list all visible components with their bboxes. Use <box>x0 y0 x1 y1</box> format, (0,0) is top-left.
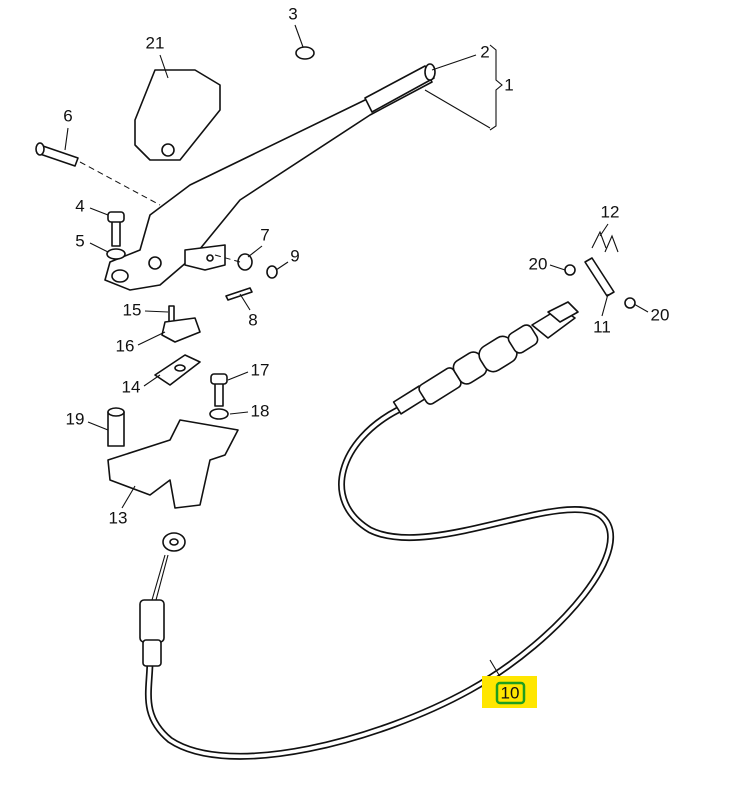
part-9-clip[interactable] <box>266 265 278 279</box>
callout-9[interactable]: 9 <box>290 246 299 265</box>
callout-5[interactable]: 5 <box>75 231 84 250</box>
callout-10[interactable]: 10 <box>501 683 520 702</box>
callout-20-left[interactable]: 20 <box>529 254 548 273</box>
callout-1[interactable]: 1 <box>504 75 513 94</box>
callout-12[interactable]: 12 <box>601 202 620 221</box>
cable-lower-fitting <box>139 532 186 667</box>
callout-2[interactable]: 2 <box>480 42 489 61</box>
part-20-washer-left[interactable] <box>564 264 576 276</box>
part-12-clips[interactable] <box>591 230 619 253</box>
callout-14[interactable]: 14 <box>122 377 141 396</box>
part-7-bushing[interactable] <box>237 253 253 271</box>
callout-11[interactable]: 11 <box>593 317 611 336</box>
part-4-bolt[interactable] <box>107 211 125 247</box>
brake-cable[interactable] <box>139 301 615 760</box>
cable-upper-fitting <box>392 301 579 415</box>
callout-13[interactable]: 13 <box>109 508 128 527</box>
part-18-washer[interactable] <box>209 408 229 420</box>
part-17-bolt[interactable] <box>210 373 228 407</box>
part-5-washer[interactable] <box>106 248 126 260</box>
callout-3[interactable]: 3 <box>288 4 297 23</box>
part-16-bracket[interactable] <box>161 317 201 343</box>
part-15-screw[interactable] <box>168 305 175 323</box>
part-3-washer[interactable] <box>295 46 315 60</box>
part-19-spacer[interactable] <box>107 407 125 447</box>
callout-8[interactable]: 8 <box>248 310 257 329</box>
callout-4[interactable]: 4 <box>75 196 84 215</box>
leader-lines <box>64 24 649 686</box>
part-6-pin[interactable] <box>35 142 79 167</box>
callout-19[interactable]: 19 <box>66 409 85 428</box>
callout-7[interactable]: 7 <box>260 225 269 244</box>
part-21-cover[interactable] <box>134 69 221 161</box>
callout-6[interactable]: 6 <box>63 106 72 125</box>
callout-18[interactable]: 18 <box>251 401 270 420</box>
callout-16[interactable]: 16 <box>116 336 135 355</box>
part-13-bracket[interactable] <box>107 419 239 509</box>
callout-21[interactable]: 21 <box>146 33 165 52</box>
callout-10-highlight-border <box>495 681 526 705</box>
callout-20-right[interactable]: 20 <box>651 305 670 324</box>
part-11-pin[interactable] <box>584 257 615 297</box>
hand-brake-lever[interactable] <box>104 63 436 291</box>
callout-labels: 1 2 3 4 5 6 7 8 9 10 11 12 13 14 15 16 1… <box>63 4 669 702</box>
part-8-pin[interactable] <box>225 287 253 301</box>
callout-17[interactable]: 17 <box>251 360 270 379</box>
callout-15[interactable]: 15 <box>123 300 142 319</box>
part-20-washer-right[interactable] <box>624 297 636 309</box>
